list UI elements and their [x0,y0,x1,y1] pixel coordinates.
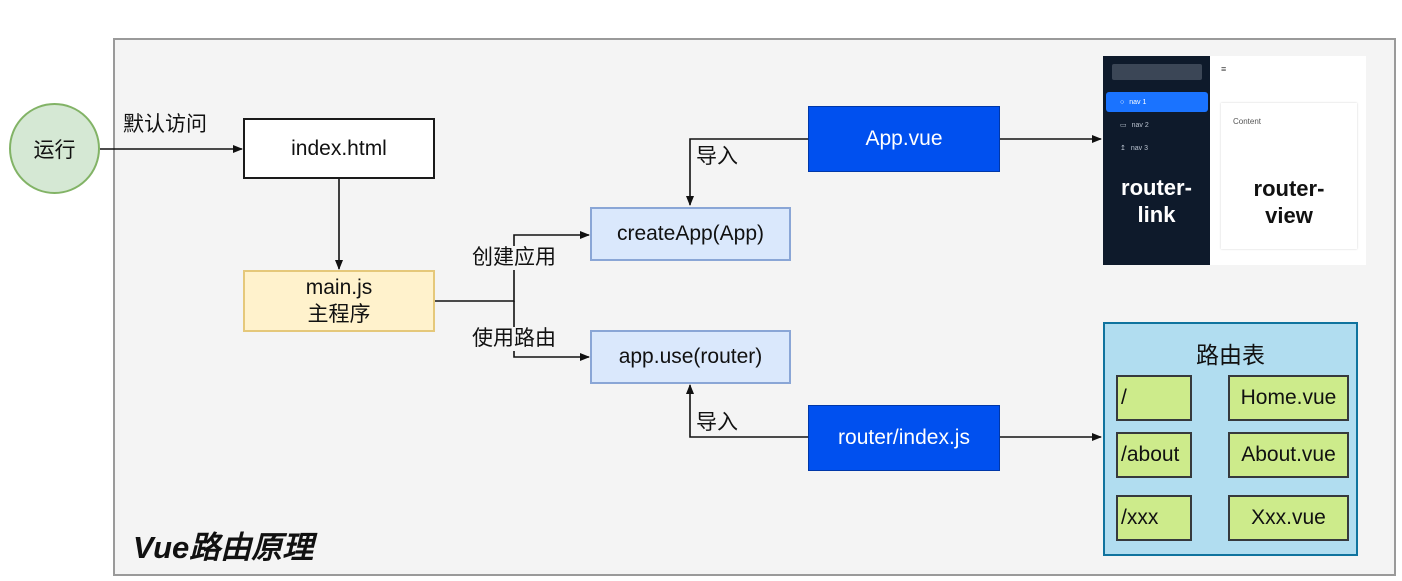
preview-content-label: Content [1233,117,1262,126]
preview-sidebar: ○ nav 1 ▭ nav 2 ↥ nav 3 router-link [1103,56,1210,265]
route-path-cell: /about [1116,432,1192,478]
router-link-label: router-link [1121,175,1192,227]
label-import-bottom: 导入 [696,411,738,435]
app-vue-node: App.vue [808,106,1000,172]
router-index-node: router/index.js [808,405,1000,471]
preview-nav-item-2: ▭ nav 2 [1106,115,1208,135]
main-js-label: main.js [305,276,373,299]
route-component-cell: Xxx.vue [1228,495,1349,541]
label-default-visit: 默认访问 [123,113,207,136]
edge-main-to-appuse [513,301,590,361]
preview-nav-label-3: nav 3 [1130,144,1148,152]
preview-content-area: Content router-view [1221,103,1357,249]
route-path-cell: / [1116,375,1192,421]
upload-icon: ↥ [1120,145,1126,152]
preview-nav-label-1: nav 1 [1129,98,1147,106]
route-table: 路由表 / Home.vue /about About.vue /xxx Xxx… [1103,322,1358,556]
main-js-sublabel: 主程序 [307,303,371,326]
edge-router-to-appuse [686,384,808,438]
label-create-application: 创建应用 [472,246,556,270]
user-icon: ○ [1120,98,1125,106]
layout-preview: ○ nav 1 ▭ nav 2 ↥ nav 3 router-link ≡ Co… [1103,56,1366,265]
menu-icon: ≡ [1221,64,1227,74]
preview-nav-label-2: nav 2 [1131,121,1149,129]
main-js-node: main.js 主程序 [243,270,435,332]
label-use-router: 使用路由 [472,327,556,351]
index-html-node: index.html [243,118,435,179]
preview-nav-item-3: ↥ nav 3 [1106,138,1208,158]
diagram-title: Vue路由原理 [133,530,314,565]
run-node: 运行 [9,103,100,194]
edge-appvue-to-createapp [686,138,808,206]
preview-nav-item-1: ○ nav 1 [1106,92,1208,112]
route-table-title: 路由表 [1196,342,1265,368]
route-component-cell: About.vue [1228,432,1349,478]
label-import-top: 导入 [696,145,738,169]
video-icon: ▭ [1120,122,1127,129]
create-app-node: createApp(App) [590,207,791,261]
router-view-label: router-view [1253,176,1325,228]
route-path-cell: /xxx [1116,495,1192,541]
preview-logo-bar [1112,64,1202,80]
app-use-node: app.use(router) [590,330,791,384]
route-component-cell: Home.vue [1228,375,1349,421]
